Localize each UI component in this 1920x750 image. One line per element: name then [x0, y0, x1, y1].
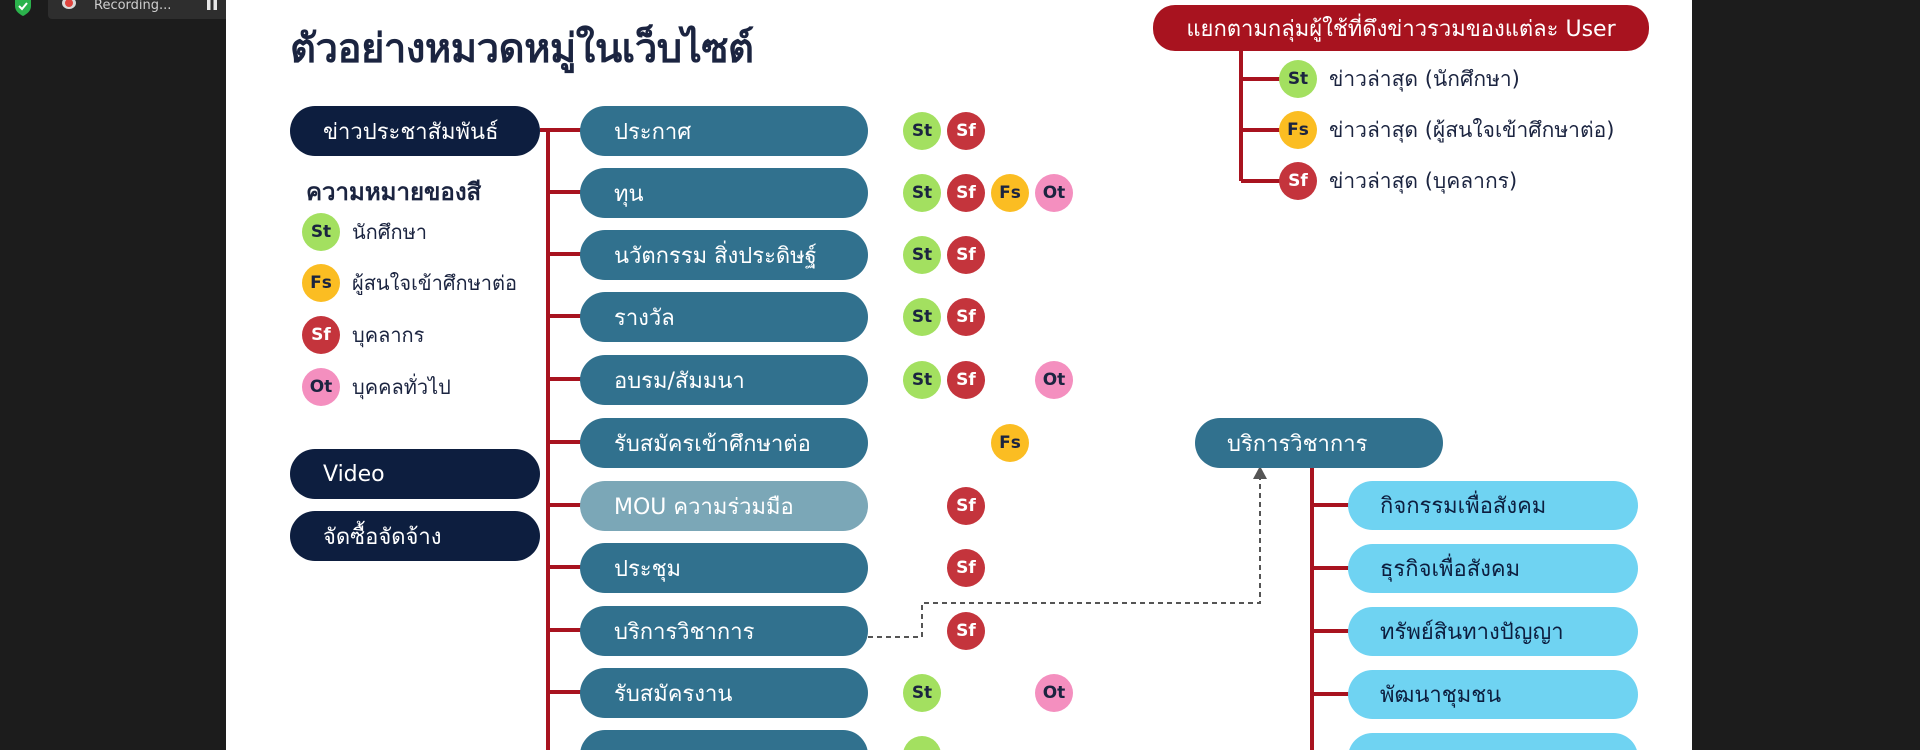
legend-item-fs: Fs ผู้สนใจเข้าศึกษาต่อ [302, 264, 517, 302]
ot-badge: Ot [1035, 361, 1073, 399]
fs-badge: Fs [1279, 111, 1317, 149]
sub-intellectual-property[interactable]: ทรัพย์สินทางปัญญา [1348, 607, 1638, 656]
latest-news-students[interactable]: St ข่าวล่าสุด (นักศึกษา) [1279, 60, 1520, 98]
academic-service-header[interactable]: บริการวิชาการ [1195, 418, 1443, 468]
ot-badge: Ot [1035, 674, 1073, 712]
latest-news-prospective[interactable]: Fs ข่าวล่าสุด (ผู้สนใจเข้าศึกษาต่อ) [1279, 111, 1614, 149]
legend-item-st: St นักศึกษา [302, 213, 427, 251]
fs-badge: Fs [991, 174, 1029, 212]
legend-label: บุคคลทั่วไป [352, 375, 451, 399]
sf-badge: Sf [947, 236, 985, 274]
category-scholarship[interactable]: ทุน [580, 168, 868, 218]
sf-badge: Sf [947, 174, 985, 212]
ot-badge: Ot [302, 368, 340, 406]
legend-label: บุคลากร [352, 323, 425, 347]
sf-badge: Sf [947, 612, 985, 650]
pause-icon[interactable] [206, 0, 218, 10]
st-badge: St [903, 236, 941, 274]
st-badge: St [1279, 60, 1317, 98]
category-meeting[interactable]: ประชุม [580, 543, 868, 593]
recording-label: Recording... [94, 0, 172, 13]
group-label: ข่าวล่าสุด (บุคลากร) [1329, 168, 1518, 193]
legend-title: ความหมายของสี [306, 178, 482, 206]
connector-lines [540, 50, 1350, 750]
sf-badge: Sf [1279, 162, 1317, 200]
ot-badge: Ot [1035, 174, 1073, 212]
category-innovation[interactable]: นวัตกรรม สิ่งประดิษฐ์ [580, 230, 868, 280]
category-job-application[interactable]: รับสมัครงาน [580, 668, 868, 718]
legend-label: ผู้สนใจเข้าศึกษาต่อ [352, 271, 518, 295]
st-badge: St [903, 112, 941, 150]
st-badge: St [903, 298, 941, 336]
sf-badge: Sf [947, 549, 985, 587]
latest-news-staff[interactable]: Sf ข่าวล่าสุด (บุคลากร) [1279, 162, 1517, 200]
sub-cut-off[interactable] [1348, 733, 1638, 750]
st-badge: St [903, 674, 941, 712]
sf-badge: Sf [302, 316, 340, 354]
sf-badge: Sf [947, 361, 985, 399]
group-label: ข่าวล่าสุด (นักศึกษา) [1329, 66, 1520, 91]
sub-social-enterprise[interactable]: ธุรกิจเพื่อสังคม [1348, 544, 1638, 593]
st-badge: St [903, 361, 941, 399]
legend-item-sf: Sf บุคลากร [302, 316, 424, 354]
category-announcement[interactable]: ประกาศ [580, 106, 868, 156]
fs-badge: Fs [302, 264, 340, 302]
category-mou[interactable]: MOU ความร่วมมือ [580, 481, 868, 531]
category-academic-service[interactable]: บริการวิชาการ [580, 606, 868, 656]
legend-label: นักศึกษา [352, 220, 427, 244]
record-icon [62, 0, 76, 9]
category-cut-off[interactable] [580, 730, 868, 750]
menu-video[interactable]: Video [290, 449, 540, 499]
sf-badge: Sf [947, 112, 985, 150]
shield-check-icon [15, 0, 31, 16]
fs-badge: Fs [991, 424, 1029, 462]
slide-title: ตัวอย่างหมวดหมู่ในเว็บไซต์ [290, 26, 754, 72]
legend-item-ot: Ot บุคคลทั่วไป [302, 368, 451, 406]
category-admission[interactable]: รับสมัครเข้าศึกษาต่อ [580, 418, 868, 468]
sf-badge: Sf [947, 298, 985, 336]
category-award[interactable]: รางวัล [580, 292, 868, 342]
st-badge: St [903, 174, 941, 212]
menu-pr-news[interactable]: ข่าวประชาสัมพันธ์ [290, 106, 540, 156]
user-group-banner: แยกตามกลุ่มผู้ใช้ที่ดึงข่าวรวมของแต่ละ U… [1153, 5, 1649, 51]
group-label: ข่าวล่าสุด (ผู้สนใจเข้าศึกษาต่อ) [1329, 117, 1615, 142]
category-training[interactable]: อบรม/สัมมนา [580, 355, 868, 405]
presentation-slide: ตัวอย่างหมวดหมู่ในเว็บไซต์ ข่าวประชาสัมพ… [226, 0, 1692, 750]
sub-social-activity[interactable]: กิจกรรมเพื่อสังคม [1348, 481, 1638, 530]
sub-community-development[interactable]: พัฒนาชุมชน [1348, 670, 1638, 719]
menu-procurement[interactable]: จัดซื้อจัดจ้าง [290, 511, 540, 561]
st-badge [903, 736, 941, 750]
sf-badge: Sf [947, 487, 985, 525]
st-badge: St [302, 213, 340, 251]
